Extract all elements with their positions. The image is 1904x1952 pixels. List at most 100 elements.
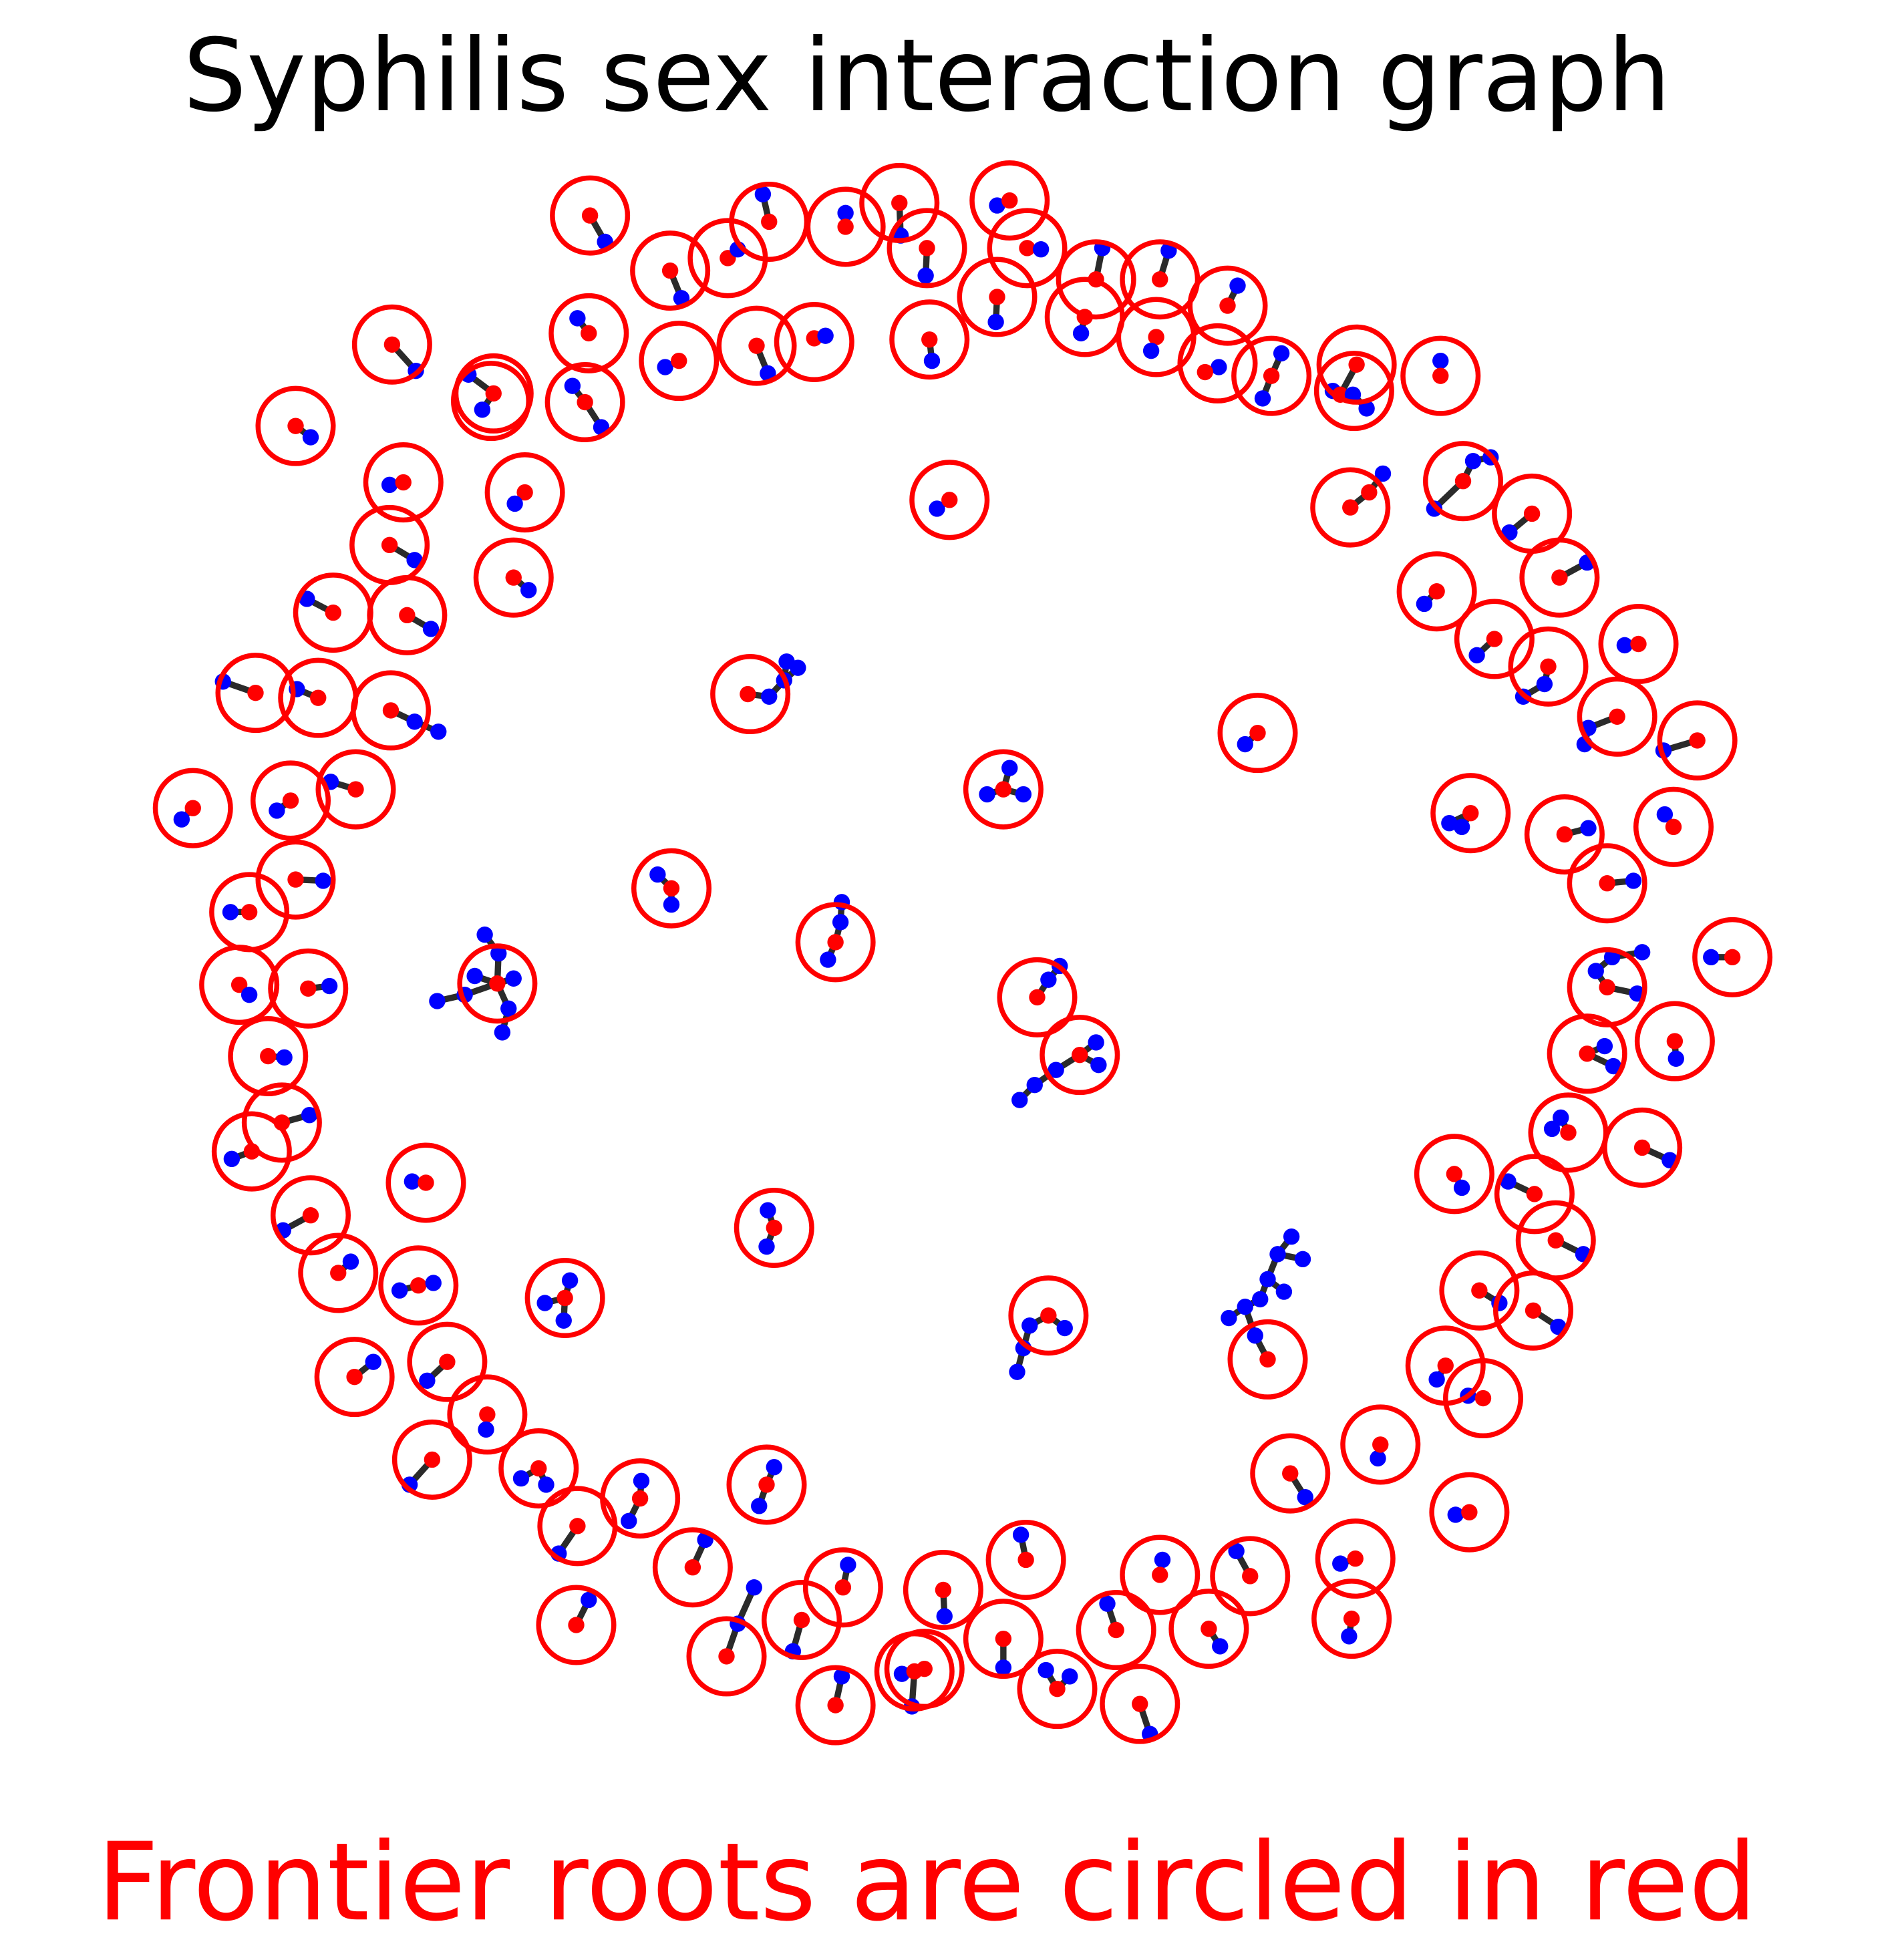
frontier-root-circle — [473, 537, 554, 618]
red-node — [1017, 1551, 1034, 1569]
blue-node — [1229, 277, 1246, 294]
blue-node — [1543, 1120, 1561, 1137]
frontier-root-circle — [969, 160, 1050, 241]
red-node — [381, 536, 398, 554]
frontier-root-circle — [1508, 626, 1589, 707]
blue-node — [1294, 1251, 1311, 1268]
blue-node — [760, 1202, 776, 1218]
frontier-root-circle — [1227, 1319, 1308, 1400]
frontier-root-circle — [314, 1337, 395, 1418]
red-node — [919, 240, 935, 257]
red-node — [740, 685, 756, 703]
red-node — [1259, 1351, 1276, 1368]
red-node — [1724, 949, 1741, 966]
blue-node — [1432, 352, 1449, 369]
blue-node — [1011, 1092, 1028, 1108]
red-node — [260, 1047, 277, 1065]
blue-node — [1536, 675, 1553, 693]
blue-node — [430, 723, 447, 740]
red-node — [1461, 1504, 1478, 1520]
frontier-root-circle — [909, 460, 990, 540]
blue-node — [1088, 1034, 1104, 1051]
frontier-root-circle — [985, 1519, 1066, 1600]
red-node — [995, 1630, 1012, 1647]
frontier-root-circle — [1577, 676, 1657, 757]
frontier-root-circle — [391, 1419, 472, 1500]
blue-node — [1072, 325, 1090, 342]
frontier-root-circle — [363, 442, 444, 523]
red-node — [247, 684, 264, 701]
frontier-root-circle — [1313, 351, 1394, 432]
blue-node — [302, 429, 319, 446]
frontier-root-circle — [1315, 1518, 1396, 1599]
red-node — [1486, 631, 1503, 647]
frontier-root-circle — [997, 957, 1078, 1037]
frontier-root-circle — [1493, 1270, 1573, 1351]
frontier-root-circle — [1400, 335, 1481, 416]
frontier-root-circle — [1602, 1107, 1683, 1188]
blue-node — [1374, 465, 1392, 482]
frontier-root-circle — [1429, 1472, 1510, 1553]
blue-node — [1453, 1179, 1470, 1196]
frontier-root-circle — [1310, 467, 1391, 548]
blue-node — [1453, 818, 1470, 836]
frontier-root-circle — [686, 1616, 767, 1697]
blue-node — [746, 1579, 762, 1596]
red-node — [1148, 329, 1164, 345]
frontier-root-circle — [484, 452, 565, 533]
blue-node — [1553, 1109, 1569, 1126]
frontier-root-circle — [805, 186, 886, 267]
blue-node — [1254, 390, 1271, 407]
blue-node — [1099, 1595, 1116, 1612]
red-node — [1242, 1568, 1259, 1585]
blue-node — [923, 352, 941, 369]
red-node — [1599, 979, 1615, 996]
blue-node — [1441, 815, 1458, 832]
blue-node — [1464, 452, 1482, 470]
red-node — [921, 331, 938, 348]
blue-node — [474, 401, 491, 418]
blue-node — [1703, 949, 1720, 966]
frontier-root-circle — [1017, 1649, 1098, 1730]
red-node — [671, 352, 687, 369]
blue-node — [621, 1512, 637, 1530]
red-node — [793, 1611, 810, 1629]
red-node — [1347, 1550, 1364, 1567]
frontier-root-circle — [215, 653, 296, 734]
blue-node — [406, 713, 423, 730]
red-node — [1525, 1302, 1542, 1319]
red-node — [1152, 1567, 1168, 1583]
red-node — [1665, 818, 1682, 836]
blue-node — [1297, 1489, 1313, 1506]
red-node — [1348, 356, 1365, 373]
blue-node — [1656, 806, 1674, 823]
frontier-root-circle — [367, 575, 448, 655]
red-node — [282, 792, 299, 809]
frontier-root-circle — [726, 1444, 807, 1525]
frontier-root-circle — [351, 304, 432, 385]
red-node — [1560, 1124, 1577, 1141]
frontier-root-circle — [957, 257, 1038, 337]
blue-node — [222, 904, 239, 921]
caption: Frontier roots are circled in red — [97, 1820, 1757, 1945]
red-node — [1462, 804, 1479, 822]
red-node — [1471, 1282, 1488, 1299]
frontier-root-circle — [536, 1585, 617, 1665]
blue-node — [269, 802, 285, 819]
blue-node — [1580, 820, 1597, 836]
frontier-root-circle — [795, 902, 876, 983]
frontier-root-circle — [631, 848, 711, 929]
frontier-root-circle — [1454, 599, 1535, 679]
frontier-root-circle — [255, 385, 336, 466]
blue-node — [817, 327, 834, 344]
red-node — [581, 207, 599, 224]
blue-node — [1090, 1056, 1107, 1074]
frontier-root-circle — [1634, 1001, 1715, 1082]
blue-node — [500, 1000, 517, 1017]
red-node — [287, 418, 304, 434]
frontier-root-circle — [1120, 1534, 1201, 1615]
blue-node — [837, 204, 854, 222]
red-node — [382, 702, 400, 719]
blue-node — [173, 811, 190, 828]
